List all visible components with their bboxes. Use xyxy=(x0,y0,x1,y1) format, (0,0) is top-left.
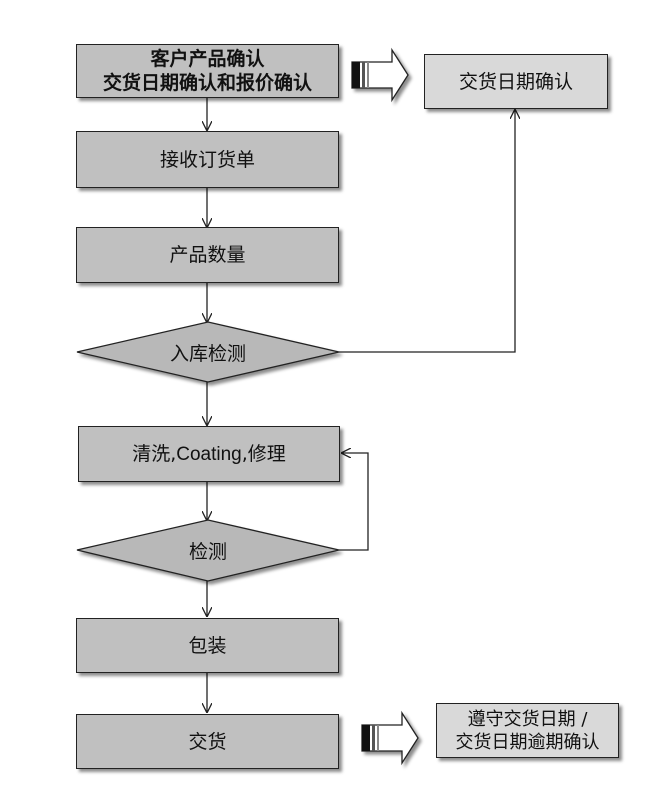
clean-coating-repair-label: 清洗,Coating,修理 xyxy=(132,442,286,467)
delivery-date-confirm-box: 交货日期确认 xyxy=(424,54,608,109)
delivery-box: 交货 xyxy=(76,714,339,769)
product-quantity-label: 产品数量 xyxy=(169,244,246,266)
packing-box: 包装 xyxy=(76,618,339,673)
repair-suffix-text: ,修理 xyxy=(241,442,286,465)
receive-order-label: 接收订货单 xyxy=(159,148,255,171)
packing-label: 包装 xyxy=(188,634,227,657)
comply-delivery-date-box: 遵守交货日期 / 交货日期逾期确认 xyxy=(436,703,619,758)
block-arrow-top-icon xyxy=(351,47,409,103)
receive-order-box: 接收订货单 xyxy=(76,131,339,188)
customer-confirm-box: 客户产品确认 交货日期确认和报价确认 xyxy=(76,44,339,98)
inspection-diamond xyxy=(76,519,340,582)
incoming-inspection-diamond xyxy=(76,321,340,383)
block-arrow-bottom-icon xyxy=(361,710,419,766)
product-quantity-box: 产品数量 xyxy=(76,227,339,283)
coating-text: Coating xyxy=(176,443,242,465)
customer-confirm-line1: 客户产品确认 xyxy=(150,48,265,70)
arrow-inspection-loop xyxy=(339,453,369,551)
comply-line1: 遵守交货日期 / xyxy=(467,708,588,730)
delivery-date-confirm-label: 交货日期确认 xyxy=(458,70,573,93)
delivery-label: 交货 xyxy=(188,730,227,753)
arrow-incoming-to-date-confirm xyxy=(339,110,515,353)
comply-line2: 交货日期逾期确认 xyxy=(455,731,600,753)
clean-prefix-text: 清洗, xyxy=(132,442,177,465)
incoming-inspection-label-wrap: 入库检测 xyxy=(120,337,296,367)
inspection-label: 检测 xyxy=(188,540,227,563)
inspection-label-wrap: 检测 xyxy=(120,535,296,565)
incoming-inspection-label: 入库检测 xyxy=(169,342,246,365)
clean-coating-repair-box: 清洗,Coating,修理 xyxy=(78,426,340,482)
customer-confirm-line2: 交货日期确认和报价确认 xyxy=(102,72,312,94)
